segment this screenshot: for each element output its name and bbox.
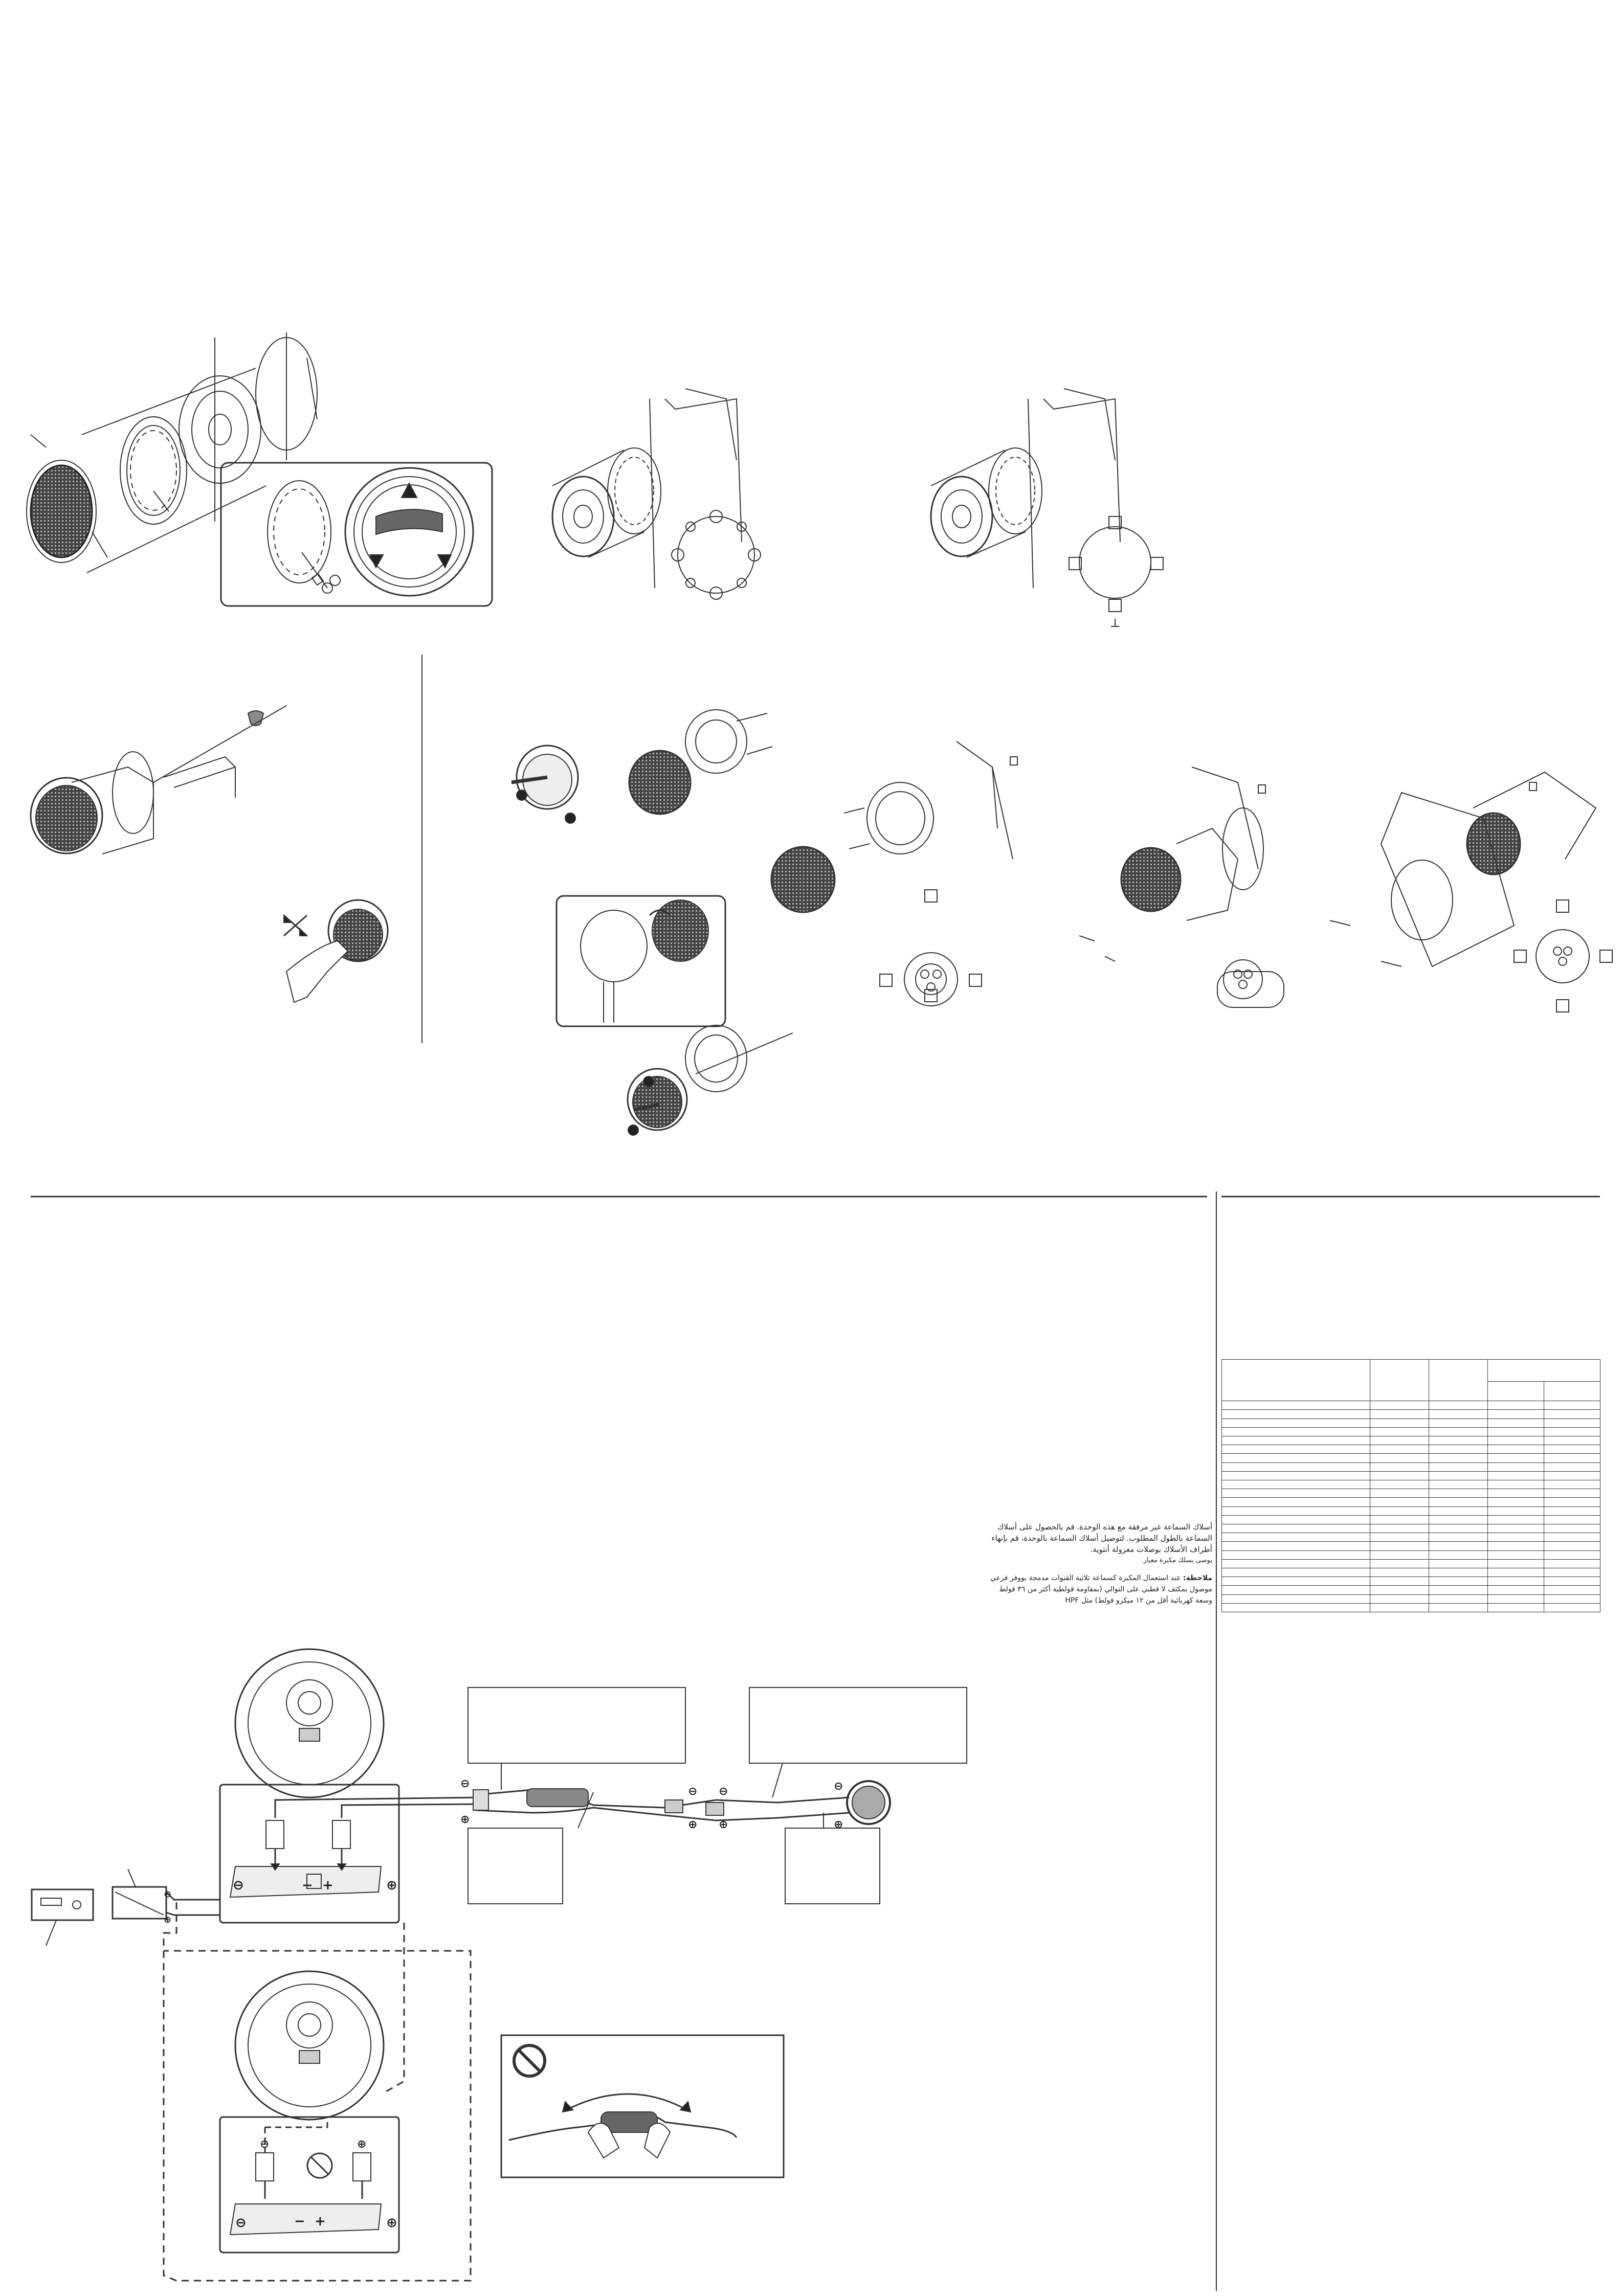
tweeter-rotation-steps-figure: [511, 709, 773, 824]
svg-text:⊕: ⊕: [688, 1818, 697, 1831]
spec-table: [1221, 1359, 1600, 1613]
negative-symbol: −: [302, 1878, 313, 1893]
table-row: [1221, 1401, 1600, 1410]
prohibited-icon: [306, 2152, 333, 2179]
tweeter-removal-hand-figure: [283, 899, 389, 1003]
label-box: [785, 1828, 880, 1904]
door-mount-alternate-figure: [930, 388, 1164, 627]
label-box: [749, 1687, 967, 1764]
table-row: [1221, 1409, 1600, 1419]
table-row: [1221, 1359, 1600, 1402]
note-label: ملاحظة:: [1183, 1574, 1212, 1582]
tweeter-angle-mount-figure: [1079, 767, 1284, 1008]
table-row: [1221, 1533, 1600, 1542]
grille-trim-detail-box: [220, 462, 493, 607]
svg-text:⊕: ⊕: [386, 2215, 397, 2231]
table-cell: [1221, 1359, 1370, 1402]
svg-text:⊕: ⊕: [834, 1818, 843, 1831]
table-row: [1221, 1577, 1600, 1586]
svg-text:⊕: ⊕: [164, 1915, 171, 1925]
note-line: يوصى بسلك مكبرة معيار: [1143, 1557, 1212, 1564]
svg-text:⊕: ⊕: [357, 2138, 366, 2151]
label-box: [468, 1687, 686, 1764]
table-cell: [1487, 1381, 1544, 1402]
arabic-notes: أسلاك السماعة غير مرفقة مع هذه الوحدة. ق…: [864, 1521, 1212, 1606]
table-cell: [1429, 1359, 1488, 1402]
svg-text:⊕: ⊕: [460, 1813, 470, 1826]
polarity-symbols: ⊖ − + ⊕ ⊖ − + ⊕ ⊖ ⊕ ⊖ ⊕ ⊖ ⊖ ⊕ ⊕ ⊖ ⊕ ⊖ ⊕: [164, 1777, 843, 2231]
tweeter-corner-mount-figure: [1329, 771, 1613, 1012]
svg-text:⊖: ⊖: [688, 1785, 697, 1798]
woofer-rear-icon: [234, 1970, 385, 2121]
table-row: [1221, 1497, 1600, 1507]
note-line: السماعة بالطول المطلوب. لتوصيل أسلاك الس…: [991, 1534, 1212, 1543]
table-row: [1221, 1471, 1600, 1480]
svg-text:⊖: ⊖: [460, 1777, 470, 1790]
table-cell: [1370, 1359, 1429, 1402]
table-row: [1221, 1445, 1600, 1454]
head-unit-icon: [31, 1888, 94, 1921]
tweeter-ring-icon: [846, 1780, 891, 1825]
svg-text:+: +: [315, 2214, 326, 2229]
table-row: [1221, 1585, 1600, 1595]
door-mount-front-figure: [551, 388, 761, 600]
table-row: [1221, 1479, 1600, 1490]
prohibited-icon: [513, 2044, 546, 2078]
table-cell: [1544, 1381, 1600, 1402]
table-row: [1221, 1559, 1600, 1568]
tweeter-wire-detail-box: [555, 895, 726, 1027]
table-row: [1221, 1567, 1600, 1578]
note-line: أطراف الأسلاك بوصلات معزولة أنثوية.: [1090, 1545, 1212, 1554]
woofer-rear-icon: [234, 1648, 385, 1798]
table-row: [1221, 1462, 1600, 1472]
svg-text:⊕: ⊕: [719, 1818, 728, 1831]
crossover-icon: [526, 1788, 589, 1807]
step-1-icon: [628, 1124, 639, 1136]
do-not-bend-box: [500, 2034, 785, 2178]
table-row: [1221, 1603, 1600, 1613]
step-1-icon: [516, 790, 527, 801]
table-row: [1221, 1506, 1600, 1516]
table-row: [1221, 1453, 1600, 1463]
wiring-diagram: [31, 1648, 967, 2282]
svg-text:⊖: ⊖: [235, 2215, 247, 2231]
svg-text:⊖: ⊖: [719, 1785, 728, 1798]
positive-symbol: +: [322, 1878, 333, 1893]
tweeter-surface-mount-steps-figure: [627, 1025, 793, 1136]
table-row: [1221, 1427, 1600, 1436]
note-line: أسلاك السماعة غير مرفقة مع هذه الوحدة. ق…: [997, 1522, 1212, 1532]
svg-text:⊖: ⊖: [260, 2138, 269, 2151]
table-row: [1221, 1418, 1600, 1428]
woofer-grille-exploded-figure: [26, 332, 318, 573]
amplifier-icon: [112, 1886, 167, 1920]
tweeter-flush-mount-figure: [770, 741, 1018, 1006]
table-cell: [1487, 1359, 1600, 1382]
table-row: [1221, 1489, 1600, 1498]
label-box: [468, 1828, 563, 1904]
step-2-icon: [643, 1076, 654, 1087]
step-2-icon: [565, 813, 576, 824]
table-row: [1221, 1594, 1600, 1604]
table-row: [1221, 1523, 1600, 1534]
table-row: [1221, 1550, 1600, 1560]
svg-text:⊖: ⊖: [164, 1889, 171, 1900]
table-row: [1221, 1541, 1600, 1551]
table-row: [1221, 1515, 1600, 1524]
svg-text:⊖: ⊖: [233, 1878, 244, 1893]
svg-text:⊕: ⊕: [386, 1878, 397, 1893]
note-line: عند استعمال المكبرة كسماعة ثلاثية القنوا…: [990, 1574, 1181, 1582]
table-row: [1221, 1435, 1600, 1446]
svg-text:⊖: ⊖: [834, 1780, 843, 1793]
note-line: موصول بمكثف لا قطبي على التوالي (بمقاومة…: [999, 1585, 1212, 1593]
svg-text:−: −: [294, 2214, 305, 2229]
tweeter-bracket-mount-figure: [30, 705, 287, 854]
note-line: وسعة كهربائية أقل من ١٢ ميكرو فولط) مثل …: [1065, 1596, 1212, 1605]
